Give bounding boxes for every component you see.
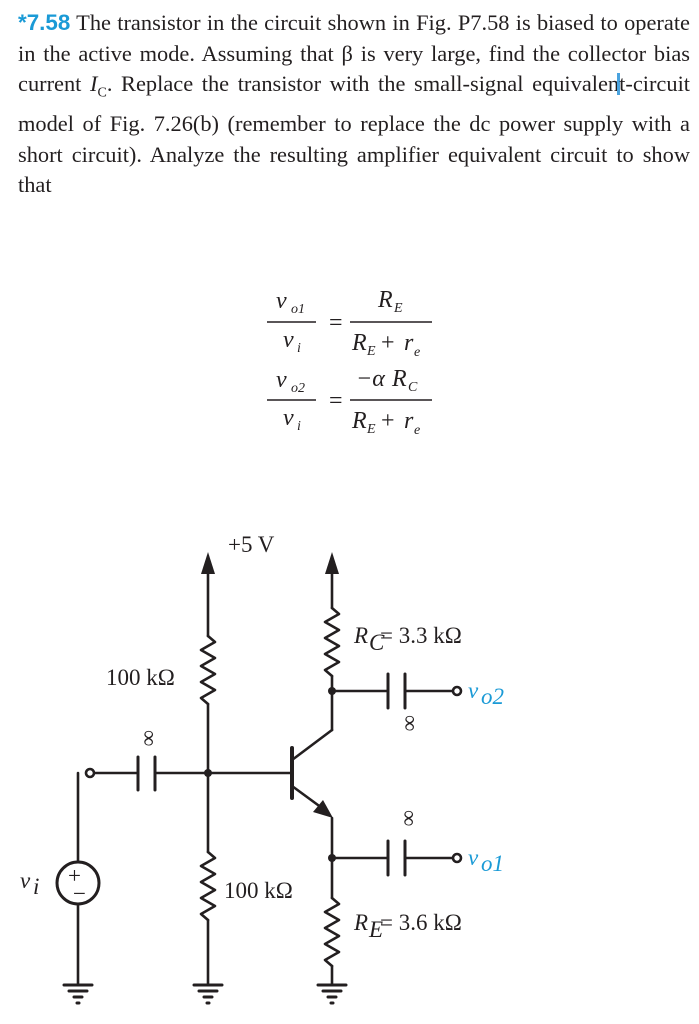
top-bias-resistor-label: 100 kΩ [106, 665, 175, 690]
problem-number: *7.58 [18, 10, 71, 35]
input-coupling-capacitor [84, 755, 157, 792]
right-supply-arrow [325, 552, 339, 610]
supply-label: +5 V [228, 532, 275, 557]
vo2-label: v [468, 678, 479, 703]
left-supply-arrow [201, 552, 215, 638]
resistor-bottom-bias [199, 771, 217, 987]
emitter-arrow-icon [313, 800, 333, 818]
ground-emitter-icon [316, 983, 348, 1005]
source-minus-label: − [73, 881, 86, 906]
vo2-sub: o2 [481, 684, 504, 709]
problem-text-part3: -circuit model of Fig. 7.26(b) (remember… [18, 71, 691, 198]
re-sub: E [368, 917, 383, 942]
rc-sub: C [369, 630, 385, 655]
collector-coupling-capacitor [328, 672, 463, 710]
problem-statement: *7.58 The transistor in the circuit show… [18, 10, 691, 198]
ground-source-icon [62, 983, 94, 1005]
vo1-cap-infinity-label: ∞ [397, 810, 422, 826]
rc-value: = 3.3 kΩ [380, 623, 462, 648]
vo1-sub: o1 [481, 851, 504, 876]
input-cap-infinity-label: ∞ [137, 730, 162, 746]
resistor-top-bias [199, 634, 217, 775]
input-voltage-source [55, 771, 101, 987]
re-value: = 3.6 kΩ [380, 910, 462, 935]
problem-text-part2: . Replace the transistor with the small-… [106, 71, 620, 97]
resistor-collector [323, 606, 341, 732]
bottom-bias-resistor-label: 100 kΩ [224, 878, 293, 903]
vo1-label: v [468, 845, 479, 870]
re-symbol: R [353, 910, 368, 935]
vi-label: v [20, 868, 31, 893]
text-cursor-icon [617, 73, 621, 96]
collector-current-symbol: I [90, 71, 98, 97]
vo2-cap-infinity-label: ∞ [398, 715, 423, 731]
source-plus-label: + [68, 863, 81, 888]
rc-symbol: R [353, 623, 368, 648]
problem-text-part1: The transistor in the circuit shown in F… [18, 10, 690, 97]
ground-bias-icon [192, 983, 224, 1005]
collector-current-subscript: C [97, 85, 107, 101]
npn-transistor [290, 728, 334, 818]
vi-sub: i [33, 874, 39, 899]
resistor-emitter [323, 896, 341, 987]
emitter-coupling-capacitor [328, 839, 463, 877]
